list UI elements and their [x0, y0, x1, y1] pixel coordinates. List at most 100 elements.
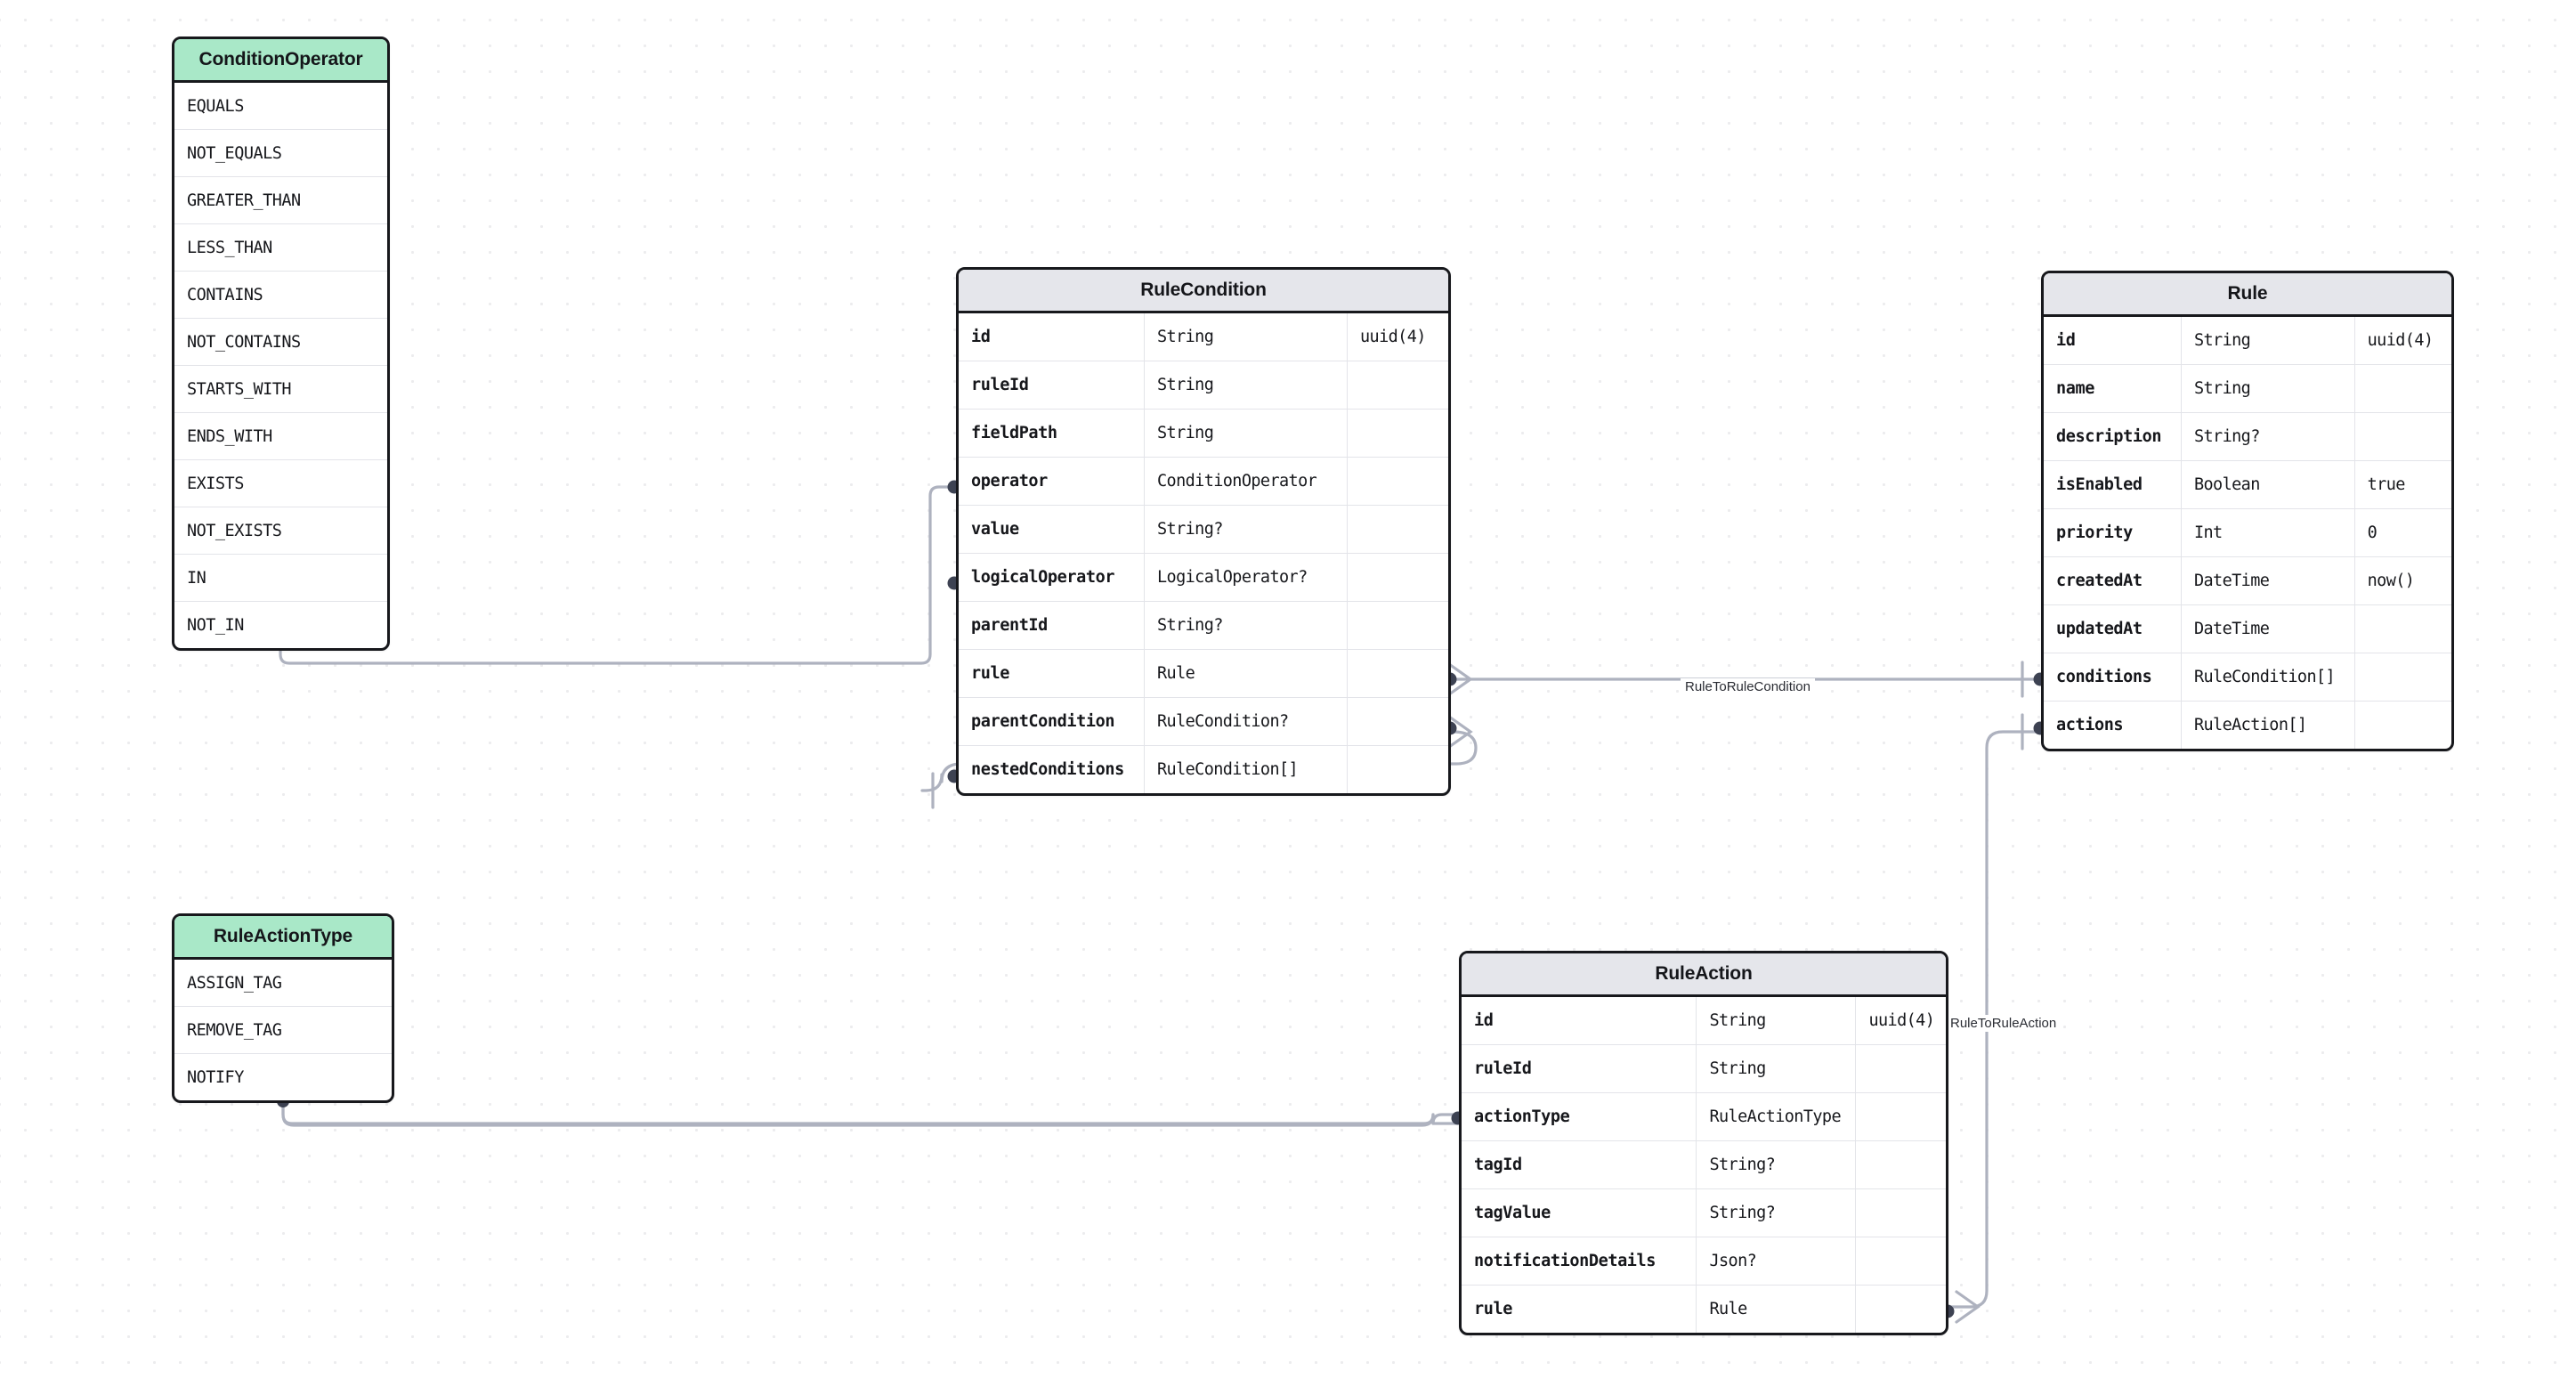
enum-value-label: NOT_CONTAINS	[187, 332, 301, 352]
enum-value-row[interactable]: STARTS_WITH	[174, 365, 387, 412]
field-type: String?	[1144, 506, 1347, 553]
enum-value-row[interactable]: NOT_IN	[174, 601, 387, 648]
table-row[interactable]: updatedAt DateTime	[2044, 604, 2451, 653]
node-rulecondition[interactable]: RuleCondition id String uuid(4) ruleId S…	[956, 267, 1451, 796]
table-row[interactable]: conditions RuleCondition[]	[2044, 653, 2451, 701]
node-conditionoperator[interactable]: ConditionOperator EQUALS NOT_EQUALS GREA…	[172, 36, 390, 651]
enum-value-label: GREATER_THAN	[187, 191, 301, 210]
enum-value-label: ENDS_WITH	[187, 426, 272, 446]
field-attr: uuid(4)	[1855, 997, 1946, 1044]
node-title-ruleaction: RuleAction	[1462, 953, 1946, 997]
field-name: logicalOperator	[971, 568, 1115, 587]
table-row[interactable]: operator ConditionOperator	[959, 457, 1448, 505]
field-type: Rule	[1144, 650, 1347, 697]
enum-value-row[interactable]: NOT_CONTAINS	[174, 318, 387, 365]
enum-value-row[interactable]: NOT_EQUALS	[174, 129, 387, 176]
table-row[interactable]: actions RuleAction[]	[2044, 701, 2451, 749]
table-row[interactable]: parentId String?	[959, 601, 1448, 649]
field-name: isEnabled	[2056, 475, 2143, 494]
enum-value-row[interactable]: ASSIGN_TAG	[174, 960, 392, 1006]
table-row[interactable]: rule Rule	[1462, 1285, 1946, 1333]
table-row[interactable]: tagValue String?	[1462, 1188, 1946, 1237]
field-name: description	[2056, 427, 2162, 446]
field-name: parentCondition	[971, 712, 1115, 731]
enum-value-row[interactable]: LESS_THAN	[174, 223, 387, 271]
field-name: value	[971, 520, 1019, 539]
enum-value-row[interactable]: REMOVE_TAG	[174, 1006, 392, 1053]
table-row[interactable]: tagId String?	[1462, 1140, 1946, 1188]
field-type: String?	[1696, 1189, 1855, 1237]
field-attr	[2353, 365, 2451, 412]
table-row[interactable]: id String uuid(4)	[959, 313, 1448, 361]
field-attr	[1347, 458, 1448, 505]
crowsfoot-ruleaction-rule	[1955, 1290, 1981, 1324]
node-rule[interactable]: Rule id String uuid(4) name String descr…	[2041, 271, 2454, 751]
field-rows-rule: id String uuid(4) name String descriptio…	[2044, 317, 2451, 749]
field-type: Boolean	[2180, 461, 2354, 508]
field-attr	[2353, 605, 2451, 653]
field-attr	[1347, 361, 1448, 409]
edge-ruleactiontype-to-ruleaction-2	[281, 1101, 1459, 1127]
enum-value-row[interactable]: NOTIFY	[174, 1053, 392, 1100]
field-name: ruleId	[971, 376, 1029, 394]
table-row[interactable]: id String uuid(4)	[1462, 997, 1946, 1044]
field-name: id	[971, 328, 991, 346]
enum-value-row[interactable]: GREATER_THAN	[174, 176, 387, 223]
enum-value-row[interactable]: ENDS_WITH	[174, 412, 387, 459]
field-attr: true	[2353, 461, 2451, 508]
field-type: RuleCondition[]	[2180, 653, 2354, 701]
field-name: priority	[2056, 523, 2133, 542]
field-name: rule	[1474, 1300, 1512, 1318]
table-row[interactable]: priority Int 0	[2044, 508, 2451, 556]
field-type: ConditionOperator	[1144, 458, 1347, 505]
field-attr: uuid(4)	[1347, 313, 1448, 361]
edge-label-ruletoruleaction: RuleToRuleAction	[1946, 1015, 2062, 1032]
enum-value-label: NOT_EXISTS	[187, 521, 282, 540]
enum-value-label: ASSIGN_TAG	[187, 973, 282, 993]
table-row[interactable]: nestedConditions RuleCondition[]	[959, 745, 1448, 793]
field-type: String	[1696, 1045, 1855, 1092]
table-row[interactable]: name String	[2044, 364, 2451, 412]
table-row[interactable]: isEnabled Boolean true	[2044, 460, 2451, 508]
node-ruleactiontype[interactable]: RuleActionType ASSIGN_TAG REMOVE_TAG NOT…	[172, 913, 394, 1103]
table-row[interactable]: ruleId String	[1462, 1044, 1946, 1092]
field-attr: 0	[2353, 509, 2451, 556]
field-type: LogicalOperator?	[1144, 554, 1347, 601]
table-row[interactable]: createdAt DateTime now()	[2044, 556, 2451, 604]
crowsfoot-rulecondition-rule	[1447, 662, 1473, 696]
enum-value-row[interactable]: NOT_EXISTS	[174, 507, 387, 554]
edge-ruleactiontype-to-ruleaction	[281, 1101, 1459, 1125]
table-row[interactable]: fieldPath String	[959, 409, 1448, 457]
table-row[interactable]: description String?	[2044, 412, 2451, 460]
field-attr	[1855, 1045, 1946, 1092]
field-name: actionType	[1474, 1107, 1570, 1126]
field-attr	[2353, 653, 2451, 701]
table-row[interactable]: logicalOperator LogicalOperator?	[959, 553, 1448, 601]
field-type: DateTime	[2180, 557, 2354, 604]
field-attr: now()	[2353, 557, 2451, 604]
field-type: RuleActionType	[1696, 1093, 1855, 1140]
field-name: parentId	[971, 616, 1048, 635]
enum-value-row[interactable]: CONTAINS	[174, 271, 387, 318]
field-name: updatedAt	[2056, 620, 2143, 638]
field-type: String	[1144, 410, 1347, 457]
table-row[interactable]: value String?	[959, 505, 1448, 553]
enum-value-row[interactable]: EQUALS	[174, 83, 387, 129]
field-attr: uuid(4)	[2353, 317, 2451, 364]
table-row[interactable]: id String uuid(4)	[2044, 317, 2451, 364]
table-row[interactable]: ruleId String	[959, 361, 1448, 409]
field-attr	[1855, 1286, 1946, 1333]
table-row[interactable]: rule Rule	[959, 649, 1448, 697]
enum-value-row[interactable]: IN	[174, 554, 387, 601]
table-row[interactable]: actionType RuleActionType	[1462, 1092, 1946, 1140]
node-title-ruleactiontype: RuleActionType	[174, 916, 392, 960]
crowsfoot-rulecondition-parentcondition	[1447, 715, 1473, 749]
node-ruleaction[interactable]: RuleAction id String uuid(4) ruleId Stri…	[1459, 951, 1948, 1335]
field-type: String?	[1696, 1141, 1855, 1188]
field-name: operator	[971, 472, 1048, 491]
table-row[interactable]: notificationDetails Json?	[1462, 1237, 1946, 1285]
enum-value-row[interactable]: EXISTS	[174, 459, 387, 507]
field-type: String	[1144, 361, 1347, 409]
table-row[interactable]: parentCondition RuleCondition?	[959, 697, 1448, 745]
